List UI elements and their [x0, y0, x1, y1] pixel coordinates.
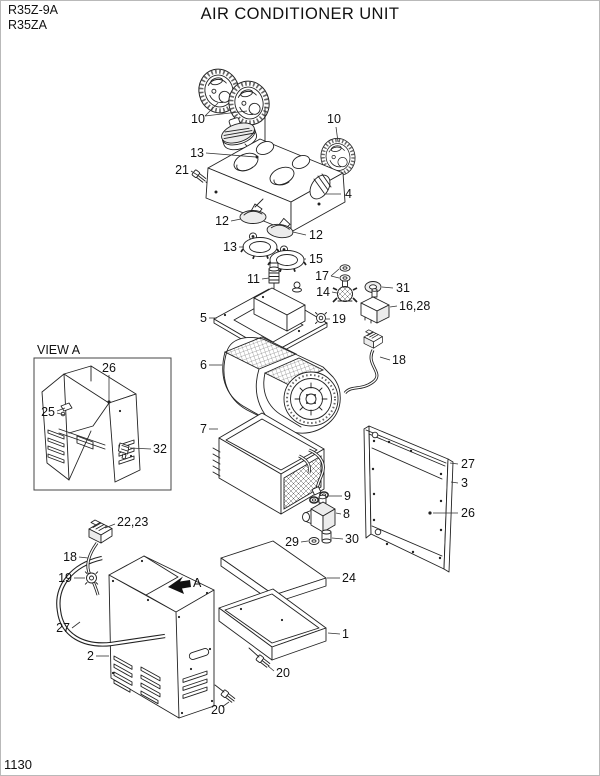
- callout-label: 20: [211, 703, 225, 717]
- callout-label: 31: [396, 281, 410, 295]
- callout-label: 25: [41, 405, 55, 419]
- callout-label: 12: [309, 228, 323, 242]
- vent-knob-12b: [266, 217, 294, 239]
- harness-connector-22-23: [88, 519, 113, 544]
- section-arrow-a: [168, 576, 191, 594]
- callout-label: 11: [247, 272, 260, 286]
- callout-label: 22,23: [117, 515, 148, 529]
- callout-label: 24: [342, 571, 356, 585]
- model-code-1: R35Z-9A: [8, 3, 59, 17]
- grommet-19-right: [315, 312, 327, 324]
- callout-label: 20: [276, 666, 290, 680]
- callout-label: 4: [345, 187, 352, 201]
- page-number: 1130: [4, 757, 32, 772]
- clip-32: [118, 442, 130, 460]
- callout-label: 10: [327, 112, 341, 126]
- housing-part4: [205, 138, 346, 233]
- callout-label: 5: [200, 311, 207, 325]
- model-code-2: R35ZA: [8, 18, 47, 32]
- screw-20a: [248, 647, 272, 669]
- assembly-line: [254, 198, 264, 208]
- fitting-29: [308, 537, 320, 545]
- harness-wire-18-left: [86, 542, 100, 596]
- filter-24: [220, 540, 327, 604]
- callout-label: 19: [58, 571, 72, 585]
- latch-25: [60, 402, 73, 417]
- callout-label: 12: [215, 214, 229, 228]
- section-arrow-label: A: [193, 576, 202, 590]
- callout-label: 17: [315, 269, 329, 283]
- callout-label: 2: [87, 649, 94, 663]
- callout-label: 27: [461, 457, 475, 471]
- callout-label: 9: [344, 489, 351, 503]
- callout-label: 13: [190, 146, 204, 160]
- view-a-panel: [41, 365, 141, 483]
- model-codes: R35Z-9A R35ZA: [8, 3, 58, 33]
- washers-17: [339, 264, 351, 282]
- callout-label: 21: [175, 163, 189, 177]
- relay-16-28: [360, 288, 390, 324]
- vent-knob-12a: [239, 203, 267, 224]
- page-title: AIR CONDITIONER UNIT: [200, 5, 400, 23]
- side-panel-3: [363, 425, 454, 573]
- callout-label: 13: [223, 240, 237, 254]
- callout-label: 10: [191, 112, 205, 126]
- grommet-19-left: [84, 571, 99, 585]
- callout-label: 16,28: [399, 299, 430, 313]
- callout-label: 15: [309, 252, 323, 266]
- callout-label: 8: [343, 507, 350, 521]
- harness-connector-18: [363, 329, 383, 349]
- callout-label: 7: [200, 422, 207, 436]
- callout-label: 19: [332, 312, 346, 326]
- callout-label: 26: [102, 361, 116, 375]
- callout-label: 6: [200, 358, 207, 372]
- leader-lines: [56, 102, 459, 708]
- callout-label: 32: [153, 442, 167, 456]
- callout-label: 29: [285, 535, 299, 549]
- callout-labels: 10 10 13 21 4 12 12 13 15 11 17 14 31 16…: [37, 112, 475, 717]
- view-a-label: VIEW A: [37, 343, 81, 357]
- callout-label: 18: [63, 550, 77, 564]
- fitting-30: [321, 529, 332, 544]
- callout-label: 14: [316, 285, 330, 299]
- harness-wire-18: [343, 349, 379, 395]
- evaporator-7: [212, 412, 325, 515]
- blower-assembly-6: [222, 336, 341, 434]
- callout-label: 30: [345, 532, 359, 546]
- screw-20b: [214, 684, 237, 704]
- actuator-14: [332, 280, 358, 303]
- tube-27: [56, 555, 166, 647]
- callout-label: 1: [342, 627, 349, 641]
- callout-label: 3: [461, 476, 468, 490]
- callout-label: 18: [392, 353, 406, 367]
- callout-label: 26: [461, 506, 475, 520]
- tray-1: [218, 588, 327, 661]
- expansion-valve-8: [302, 494, 336, 533]
- callout-label: 27: [56, 621, 70, 635]
